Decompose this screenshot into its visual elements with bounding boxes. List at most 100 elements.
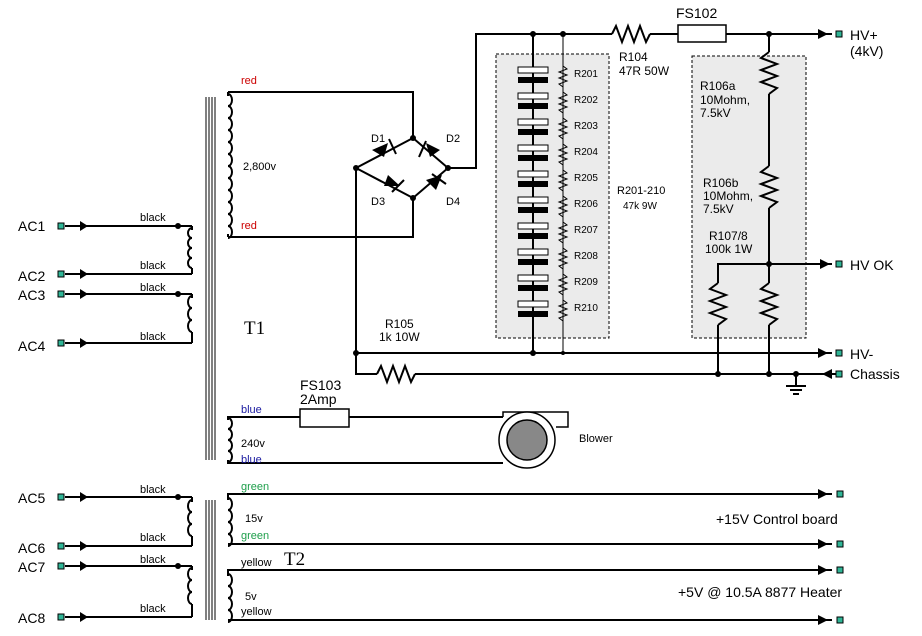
r104-resistor-symbol [611, 23, 651, 45]
ac1-label: AC1 [18, 218, 45, 234]
blower-wiring [227, 416, 503, 464]
hv-minus-label: HV- [850, 346, 874, 362]
capacitor-plate-negative [518, 233, 548, 239]
bank-resistor-label: R208 [574, 251, 598, 262]
t2-15v-secondary-coil [227, 497, 233, 547]
r104-name-label: R104 [619, 50, 648, 64]
wire-black-4-label: black [140, 331, 166, 343]
blower-icon [498, 411, 569, 469]
capacitor-plate-positive [517, 144, 549, 152]
capacitor-plate-positive [517, 248, 549, 256]
bank-resistor-zigzags [557, 65, 569, 322]
t2-15v-label: 15v [245, 513, 263, 525]
t1-core [205, 97, 216, 460]
fs103-fuse-symbol [299, 408, 350, 428]
wire-black-6-label: black [140, 532, 166, 544]
bank-resistor-symbol [557, 169, 569, 192]
t1-primary-1-coil [187, 227, 193, 269]
bank-resistor-symbol [557, 65, 569, 88]
fs103-rating-label: 2Amp [300, 391, 337, 407]
divider-string [707, 34, 843, 373]
d4-diode-symbol [426, 175, 442, 190]
t2-label: T2 [284, 549, 305, 570]
bank-resistor-label: R209 [574, 277, 598, 288]
ac8-label: AC8 [18, 610, 45, 626]
bank-resistor-symbol [557, 247, 569, 270]
fs102-fuse-symbol [677, 24, 727, 43]
bank-resistor-symbol [557, 117, 569, 140]
r107-value-label: 100k 1W [705, 242, 753, 256]
blower-voltage-label: 240v [241, 438, 265, 450]
d2-diode-symbol [426, 143, 440, 157]
bridge-rectifier [353, 135, 451, 201]
capacitor-plate-negative [518, 285, 548, 291]
divider-box [691, 55, 807, 339]
bank-name-label: R201-210 [617, 185, 665, 197]
ac-input-arrows [80, 221, 88, 622]
capacitor-plate-positive [517, 196, 549, 204]
bank-resistor-label: R205 [574, 173, 598, 184]
bank-resistor-symbol [557, 273, 569, 296]
tap-junction-dots [175, 223, 181, 569]
capacitor-plate-negative [518, 129, 548, 135]
ac3-label: AC3 [18, 287, 45, 303]
d2-label: D2 [446, 133, 460, 145]
wire-black-7-label: black [140, 554, 166, 566]
wire-black-8-label: black [140, 603, 166, 615]
fs102-label: FS102 [676, 5, 717, 21]
r107-name-label: R107/8 [709, 229, 748, 243]
r105-value-label: 1k 10W [379, 330, 420, 344]
bank-resistor-symbol [557, 195, 569, 218]
r105-name-label: R105 [385, 317, 414, 331]
ac4-label: AC4 [18, 338, 45, 354]
d1-label: D1 [371, 133, 385, 145]
r106a-value2-label: 7.5kV [700, 106, 731, 120]
bank-resistor-symbol [557, 299, 569, 322]
ac-terminals [57, 222, 65, 621]
ground-icon [786, 374, 806, 395]
d1-diode-symbol [372, 143, 388, 157]
r106b-value1-label: 10Mohm, [703, 189, 753, 203]
ac6-label: AC6 [18, 540, 45, 556]
capacitor-plate-positive [517, 300, 549, 308]
d4-label: D4 [446, 196, 460, 208]
t1-primary-2-coil [187, 295, 193, 333]
t1-blower-secondary-coil [227, 417, 233, 463]
t2-primary-1-coil [187, 499, 193, 537]
wire-yellow-bottom-label: yellow [241, 606, 272, 618]
r106b-name-label: R106b [703, 176, 739, 190]
wire-black-2-label: black [140, 260, 166, 272]
hv-voltage-label: 2,800v [243, 161, 277, 173]
control-board-label: +15V Control board [716, 511, 838, 527]
ac-input-wiring [65, 225, 193, 618]
capacitor-plates [517, 66, 549, 317]
capacitor-plate-negative [518, 181, 548, 187]
capacitor-bank-box [495, 53, 610, 339]
wire-green-top-label: green [241, 481, 269, 493]
wire-yellow-top-label: yellow [241, 557, 272, 569]
bank-resistor-symbol [557, 221, 569, 244]
t2-5v-secondary-coil [227, 573, 233, 623]
r106a-name-label: R106a [700, 79, 736, 93]
ac7-label: AC7 [18, 559, 45, 575]
fs103-label: FS103 [300, 377, 341, 393]
capacitor-plate-negative [518, 103, 548, 109]
bank-resistor-label: R207 [574, 225, 598, 236]
hv-ok-label: HV OK [850, 257, 894, 273]
capacitor-plate-negative [518, 259, 548, 265]
t1-hv-secondary-coil [227, 93, 233, 239]
capacitor-plate-positive [517, 66, 549, 74]
bank-value-label: 47k 9W [623, 201, 657, 212]
d3-diode-symbol [384, 175, 400, 186]
r108-resistor-symbol [758, 282, 780, 326]
capacitor-bank [532, 34, 564, 353]
r106b-value2-label: 7.5kV [703, 202, 734, 216]
capacitor-plate-positive [517, 118, 549, 126]
bank-resistor-label: R201 [574, 69, 598, 80]
wire-red-top-label: red [241, 75, 257, 87]
bank-resistor-label: R203 [574, 121, 598, 132]
capacitor-plate-positive [517, 222, 549, 230]
r104-value-label: 47R 50W [619, 64, 670, 78]
r106a-resistor-symbol [758, 51, 780, 95]
wire-black-1-label: black [140, 212, 166, 224]
